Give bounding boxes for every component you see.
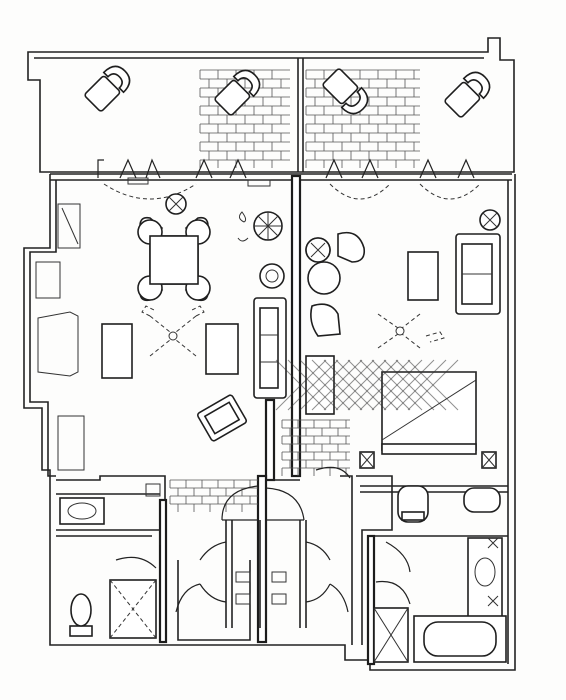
toilet-icon xyxy=(69,593,93,637)
lounge-chair-icon xyxy=(214,69,261,116)
lounge-chair-icon xyxy=(444,71,491,118)
coffee-table xyxy=(205,323,239,375)
sofa-icon xyxy=(253,297,287,399)
toilet-icon xyxy=(397,485,429,523)
balcony-paving xyxy=(199,69,420,168)
lounge-chair-icon xyxy=(84,65,131,112)
sink-icon xyxy=(463,487,501,513)
bathroom-left xyxy=(56,483,161,639)
plant-icon xyxy=(237,211,283,242)
bedroom xyxy=(275,209,501,469)
bedroom-tile xyxy=(275,359,459,411)
armchair-icon xyxy=(196,394,248,442)
vanity xyxy=(467,537,503,625)
balcony-lounge-chairs xyxy=(84,65,491,118)
dining-set xyxy=(137,216,211,302)
bathtub-icon xyxy=(413,615,507,663)
entry-doors xyxy=(175,466,351,613)
bathroom-right xyxy=(373,485,507,663)
console-table xyxy=(101,323,133,379)
desk xyxy=(407,251,439,301)
dresser xyxy=(305,355,335,415)
sink-icon xyxy=(59,497,105,525)
interior-walls xyxy=(56,174,508,666)
balcony-doors xyxy=(97,158,481,200)
tile-floor xyxy=(169,419,350,512)
balcony xyxy=(27,37,515,173)
ceiling-fan-icon xyxy=(377,313,445,349)
loveseat-icon xyxy=(455,233,501,315)
living-room xyxy=(101,177,287,442)
side-table-icon xyxy=(259,263,285,289)
exterior-walls xyxy=(23,173,516,671)
ceiling-fan-icon xyxy=(141,305,205,357)
lounge-chair-icon xyxy=(322,68,369,115)
